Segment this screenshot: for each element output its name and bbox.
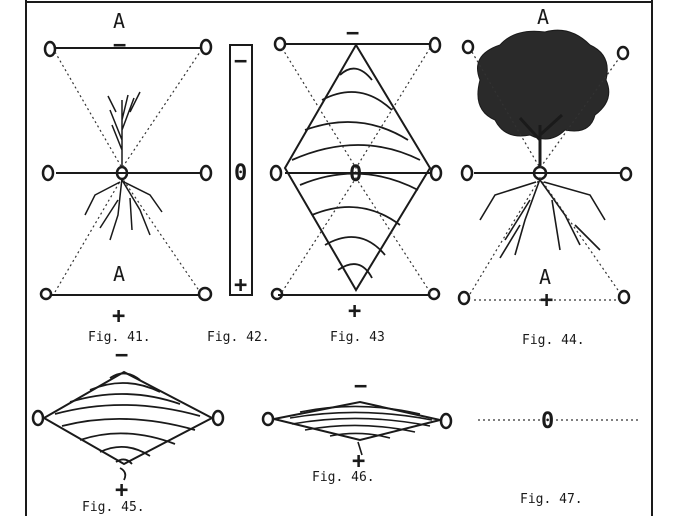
fig45-caption: Fig. 45.: [82, 500, 145, 515]
fig45-spiral: [54, 372, 201, 481]
fig46-spiral: [289, 405, 433, 456]
fig44-trunk: [518, 113, 564, 168]
fig44-roots: [479, 178, 606, 259]
fig44-bottom-left-node: [457, 290, 471, 306]
figure-45: − + Fig. 45.: [31, 343, 225, 515]
fig45-bottom-sign: +: [115, 478, 128, 503]
fig41-top-sign: −: [113, 33, 126, 58]
figure-43: − 0 + Fig. 43: [269, 21, 443, 345]
figure-42: − 0 + Fig. 42.: [207, 44, 270, 345]
figure-44: A A + Fig. 44.: [457, 5, 633, 348]
fig44-tree-crown: [477, 29, 610, 140]
fig43-bottom-left-node: [270, 287, 284, 301]
fig46-right-node: [439, 412, 453, 430]
fig44-dotted-cones: [469, 51, 621, 295]
fig45-right-node: [211, 409, 225, 427]
fig44-bottom-label: A: [539, 265, 551, 289]
fig44-middle-right-node: [619, 166, 633, 182]
fig43-middle-right-node: [429, 164, 443, 182]
fig46-diamond: [273, 400, 441, 442]
fig44-top-right-node: [616, 45, 630, 61]
fig43-top-right-node: [428, 36, 442, 54]
figure-41: A − A + Fig. 41.: [39, 9, 213, 345]
fig41-top-right-node: [199, 38, 213, 56]
fig41-roots: [84, 177, 163, 241]
fig41-middle-right-node: [199, 164, 213, 182]
fig42-bar: [229, 44, 253, 296]
fig45-diamond: [41, 370, 215, 466]
figure-46: − + Fig. 46.: [261, 374, 453, 485]
fig44-bottom-right-node: [617, 289, 631, 305]
figure-47: 0 Fig. 47.: [478, 409, 640, 507]
fig41-bottom-label: A: [113, 262, 125, 286]
fig44-middle-left-node: [460, 164, 474, 182]
fig41-middle-left-node: [41, 164, 55, 182]
fig45-top-sign: −: [115, 343, 128, 368]
fig46-left-node: [261, 411, 275, 427]
fig42-bottom-sign: +: [234, 273, 247, 298]
fig44-bottom-sign: +: [540, 288, 553, 313]
fig45-left-node: [31, 409, 45, 427]
fig43-bottom-right-node: [427, 287, 441, 301]
fig41-bottom-left-node: [39, 287, 53, 301]
fig42-top-sign: −: [234, 49, 247, 74]
fig41-top-label: A: [113, 9, 125, 33]
fig43-diamond: [283, 43, 432, 292]
fig42-caption: Fig. 42.: [207, 330, 270, 345]
fig43-middle-mark: 0: [349, 162, 362, 187]
fig43-top-sign: −: [346, 21, 359, 46]
fig43-top-left-node: [273, 36, 287, 52]
fig41-bottom-right-node: [197, 286, 213, 302]
fig43-dotted-cones: [281, 47, 431, 293]
fig41-caption: Fig. 41.: [88, 330, 151, 345]
fig43-bottom-sign: +: [348, 299, 361, 324]
fig41-shoot: [107, 91, 141, 168]
fig43-caption: Fig. 43: [330, 330, 385, 345]
fig46-top-sign: −: [354, 374, 367, 399]
fig41-bottom-sign: +: [112, 304, 125, 329]
fig47-caption: Fig. 47.: [520, 492, 583, 507]
fig41-top-left-node: [43, 40, 57, 58]
fig44-top-left-node: [461, 39, 475, 55]
fig44-top-label: A: [537, 5, 549, 29]
fig42-middle-mark: 0: [234, 161, 247, 186]
fig43-middle-left-node: [269, 164, 283, 182]
fig47-middle-mark: 0: [541, 409, 554, 434]
fig43-spiral: [291, 67, 421, 279]
fig44-caption: Fig. 44.: [522, 333, 585, 348]
fig46-bottom-sign: +: [352, 449, 365, 474]
fig46-caption: Fig. 46.: [312, 470, 375, 485]
